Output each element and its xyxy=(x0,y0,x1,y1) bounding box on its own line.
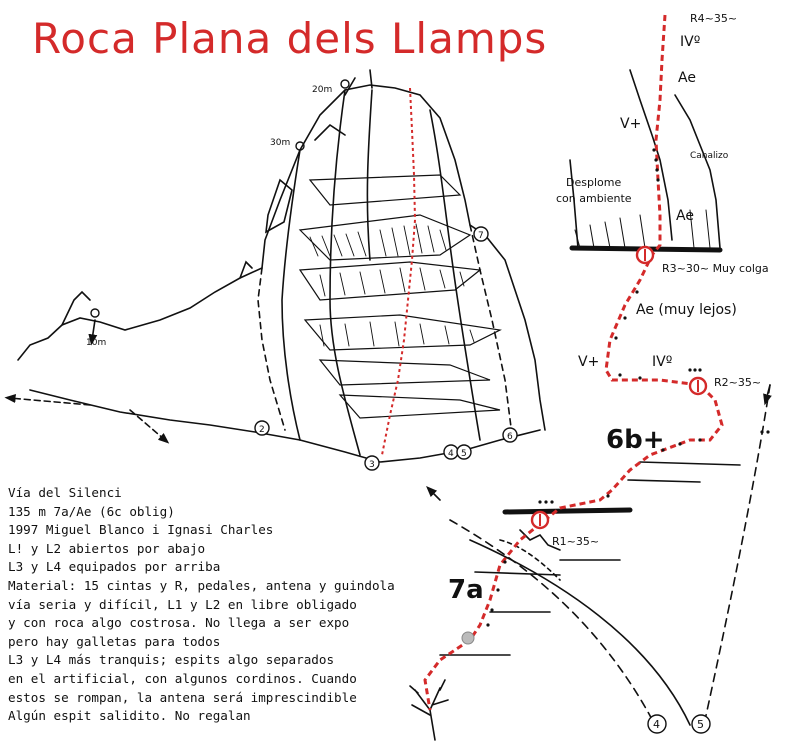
overview-belay-10m xyxy=(90,308,100,318)
overview-route-line xyxy=(381,87,417,456)
route-number-5: 5 xyxy=(461,449,467,459)
piton-marker xyxy=(461,631,475,645)
description-line: 135 m 7a/Ae (6c oblig) xyxy=(8,503,175,519)
grade-iv-low: IVº xyxy=(652,354,672,370)
rock-outline xyxy=(17,84,546,431)
belay-stations xyxy=(530,245,708,530)
route-number-6: 6 xyxy=(507,432,513,442)
topo-route-number-5: 5 xyxy=(697,718,704,731)
grade-ae-top: Ae xyxy=(678,70,696,86)
belay-r4-label: R4~35~ xyxy=(690,12,737,25)
topo-route-number-4: 4 xyxy=(653,718,660,731)
description-line: L3 y L4 más tranquis; espits algo separa… xyxy=(8,652,335,668)
route-number-3: 3 xyxy=(369,460,375,470)
grade-ae-lejos: Ae (muy lejos) xyxy=(636,302,737,318)
description-line: y con roca algo costrosa. No llega a ser… xyxy=(8,615,350,631)
belay-r1-label: R1~35~ xyxy=(552,535,599,548)
grade-vplus-low: V+ xyxy=(578,354,599,370)
grade-7a: 7a xyxy=(448,575,484,605)
description-line: vía seria y difícil, L1 y L2 en libre ob… xyxy=(8,596,357,612)
page-title: Roca Plana dels Llamps xyxy=(32,14,548,63)
description-line: Algún espit salidito. No regalan xyxy=(8,708,251,724)
grade-vplus-top: V+ xyxy=(620,116,641,132)
overview-belay-top xyxy=(340,79,350,89)
note-canalizo: Canalizo xyxy=(690,151,729,161)
rock-overview-sketch xyxy=(4,69,546,463)
bolt-dots xyxy=(486,148,770,627)
description-line: 1997 Miguel Blanco i Ignasi Charles xyxy=(8,522,274,538)
route-number-2: 2 xyxy=(259,425,265,435)
height-label-20m: 20m xyxy=(312,85,332,95)
description-line: pero hay galletas para todos xyxy=(8,633,221,649)
topo-route-line xyxy=(423,14,724,711)
route-description: Vía del Silenci 135 m 7a/Ae (6c oblig) 1… xyxy=(8,484,408,726)
height-label-30m: 30m xyxy=(270,138,290,148)
description-line: Material: 15 cintas y R, pedales, antena… xyxy=(8,577,395,593)
grade-6b-plus: 6b+ xyxy=(606,425,665,455)
overview-belay-30m xyxy=(295,141,305,151)
pitch-topo xyxy=(409,69,772,741)
belay-r3-label: R3~30~ Muy colga xyxy=(662,262,769,275)
description-line: estos se rompan, la antena será impresci… xyxy=(8,689,357,705)
note-con-ambiente: con ambiente xyxy=(556,192,632,205)
belay-r2-label: R2~35~ xyxy=(714,376,761,389)
overview-route-numbers: 2 3 4 5 6 7 xyxy=(254,226,518,471)
bush-sketch xyxy=(409,679,449,741)
description-line: L3 y L4 equipados por arriba xyxy=(8,559,221,575)
ledge-r1 xyxy=(502,507,633,515)
height-label-10m: 10m xyxy=(86,338,106,348)
note-desplome: Desplome xyxy=(566,176,621,189)
description-line: L! y L2 abiertos por abajo xyxy=(8,540,206,556)
description-line: Vía del Silenci xyxy=(8,485,122,500)
route-number-4: 4 xyxy=(448,449,454,459)
grade-ae-mid: Ae xyxy=(676,208,694,224)
route-number-7: 7 xyxy=(478,231,484,241)
grade-iv-top: IVº xyxy=(680,34,700,50)
description-line: en el artificial, con algunos cordinos. … xyxy=(8,670,357,686)
